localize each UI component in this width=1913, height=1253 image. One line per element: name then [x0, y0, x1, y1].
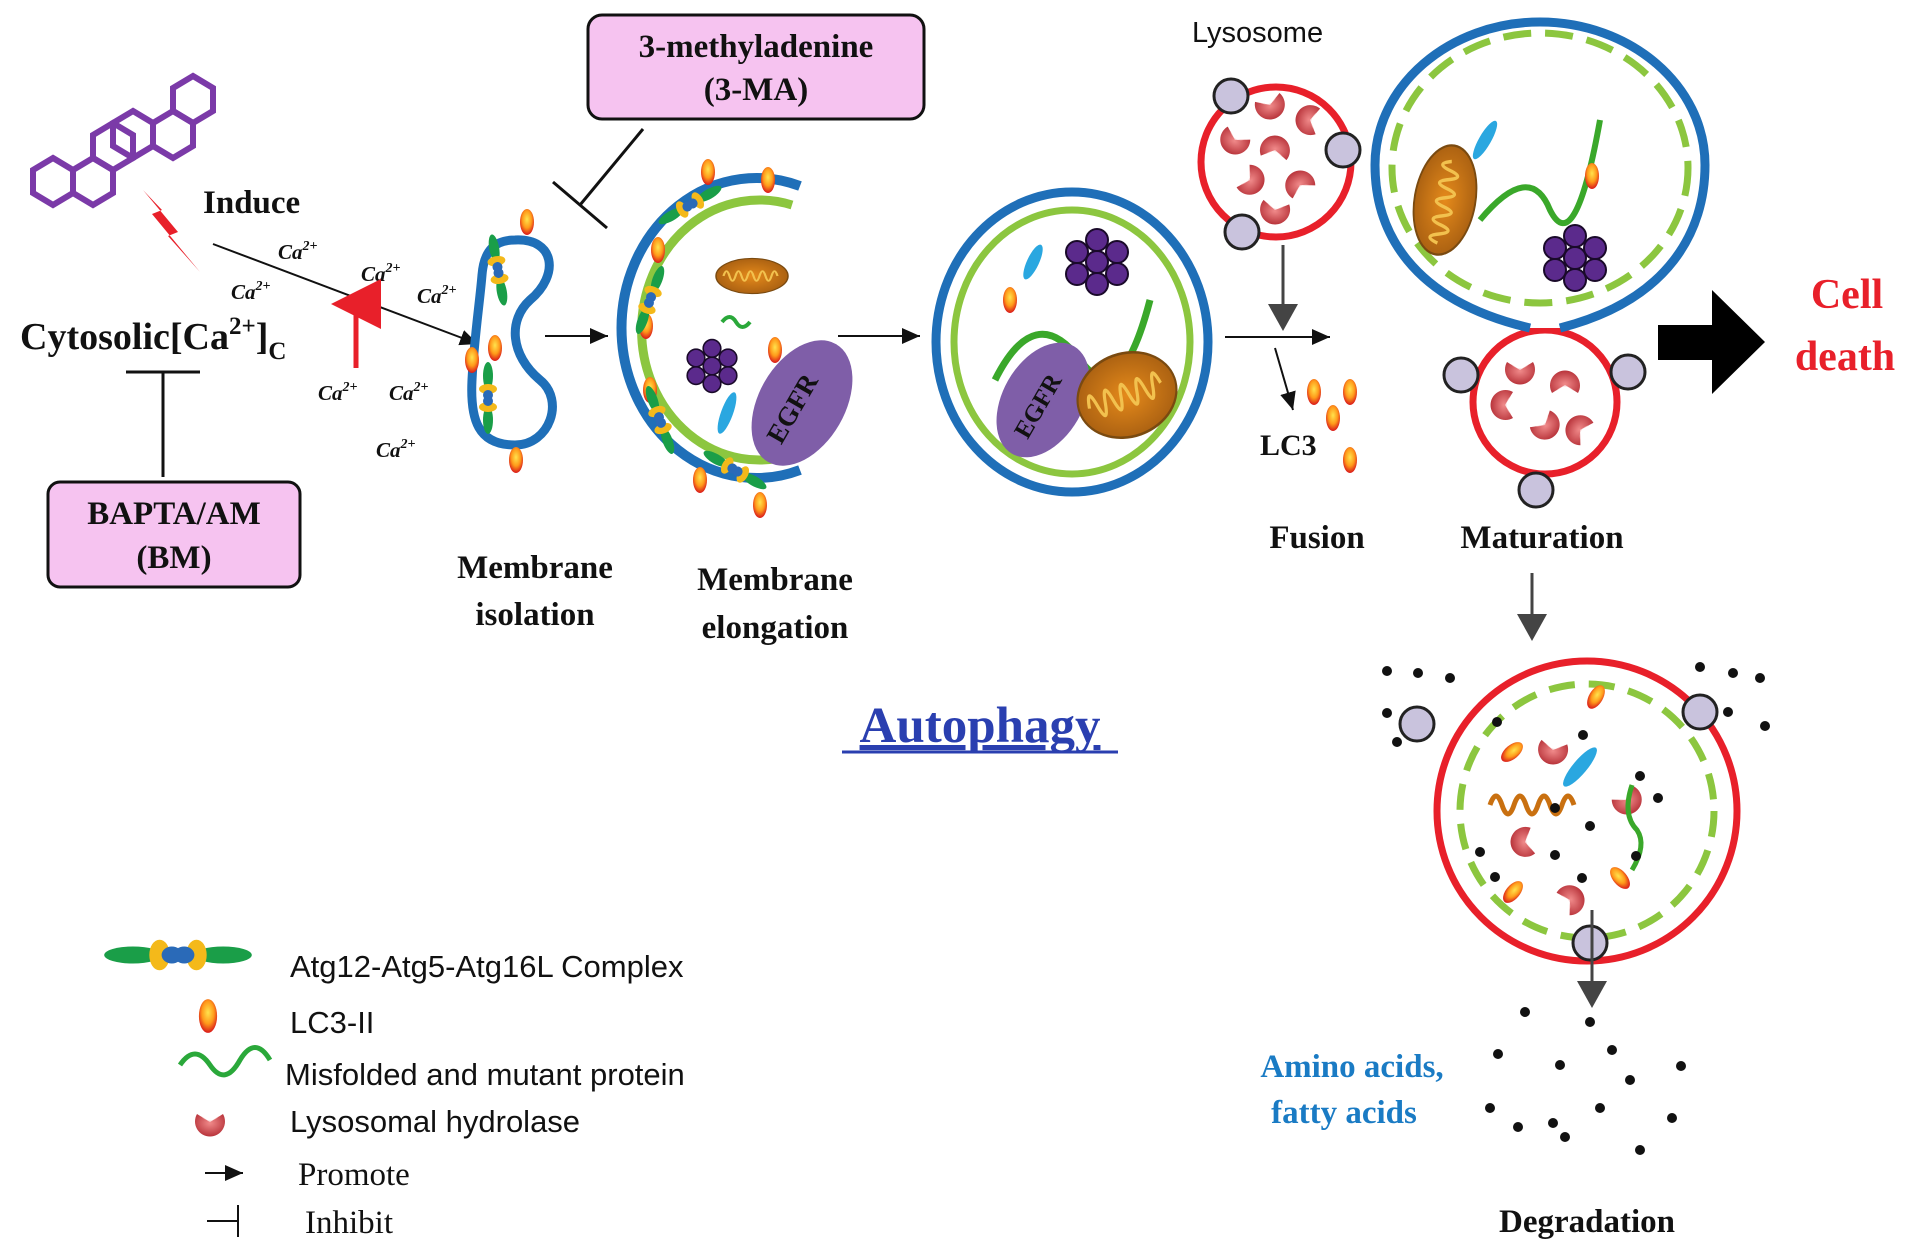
bapta-box — [46, 480, 302, 589]
svg-text:Ca2+: Ca2+ — [376, 437, 416, 462]
egfr-receptor-2 — [996, 342, 1090, 458]
chemical-molecule-icon — [30, 72, 216, 209]
phagophore-isolation — [465, 209, 557, 473]
membrane-isolation-label-1: Membrane — [457, 550, 613, 586]
cytosolic-calcium-label: Cytosolic[Ca2+]C — [20, 313, 286, 365]
bapta-inhibit-bar — [126, 370, 200, 477]
bapta-label-line2: (BM) — [136, 540, 211, 576]
lysosome-label: Lysosome — [1192, 17, 1323, 49]
autolysosome-maturation — [1370, 17, 1710, 509]
3ma-box — [586, 13, 926, 121]
degradation-label: Degradation — [1499, 1204, 1675, 1240]
membrane-elongation-label-1: Membrane — [697, 562, 853, 598]
legend: Atg12-Atg5-Atg16L Complex LC3-II Misfold… — [104, 939, 685, 1241]
legend-label-lc3: LC3-II — [290, 1005, 374, 1040]
arrow-lc3-release — [1274, 347, 1296, 411]
legend-label-misfolded: Misfolded and mutant protein — [285, 1057, 685, 1092]
svg-text:Ca2+: Ca2+ — [389, 380, 429, 405]
legend-label-promote: Promote — [298, 1157, 410, 1193]
amino-acids-label-2: fatty acids — [1271, 1095, 1417, 1131]
lightning-icon — [143, 190, 200, 272]
3ma-label-line2: (3-MA) — [704, 72, 808, 108]
atg-complex-icon — [104, 939, 252, 971]
svg-text:Ca2+: Ca2+ — [231, 279, 271, 304]
autophagosome: EGFR — [931, 187, 1213, 497]
legend-label-inhibit: Inhibit — [305, 1205, 393, 1241]
svg-text:Ca2+: Ca2+ — [417, 283, 457, 308]
legend-label-atg: Atg12-Atg5-Atg16L Complex — [290, 949, 684, 984]
phagophore-elongation: EGFR — [616, 159, 853, 518]
membrane-isolation-label-2: isolation — [475, 597, 594, 633]
svg-text:Ca2+: Ca2+ — [278, 239, 318, 264]
svg-text:Ca2+: Ca2+ — [361, 261, 401, 286]
cell-death-label-2: death — [1795, 334, 1895, 380]
legend-label-hydrolase: Lysosomal hydrolase — [290, 1104, 580, 1139]
induce-label: Induce — [203, 185, 300, 221]
cell-death-arrow — [1658, 290, 1765, 394]
egfr-receptor — [751, 340, 853, 466]
3ma-label-line1: 3-methyladenine — [639, 29, 874, 65]
bapta-label-line1: BAPTA/AM — [87, 496, 261, 532]
amino-acids-label-1: Amino acids, — [1260, 1049, 1443, 1085]
lc3-label: LC3 — [1260, 429, 1317, 462]
autophagy-title: Autophagy — [860, 698, 1101, 754]
lc3-ii-icon — [198, 999, 218, 1033]
degradation-particles — [1382, 662, 1770, 1155]
fusion-label: Fusion — [1269, 520, 1364, 556]
membrane-elongation-label-2: elongation — [702, 610, 849, 646]
cell-death-label-1: Cell — [1811, 272, 1883, 318]
degradation-vesicle — [1398, 657, 1741, 965]
calcium-ions: Ca2+ Ca2+ Ca2+ Ca2+ Ca2+ Ca2+ Ca2+ — [231, 239, 457, 462]
3ma-inhibit-bar — [552, 128, 645, 230]
misfolded-protein-icon — [177, 1045, 273, 1078]
inhibit-bar-icon — [207, 1205, 239, 1237]
lysosomal-hydrolase-icon — [195, 1114, 225, 1137]
lysosome — [1197, 77, 1362, 251]
maturation-label: Maturation — [1460, 520, 1623, 556]
svg-text:Ca2+: Ca2+ — [318, 380, 358, 405]
